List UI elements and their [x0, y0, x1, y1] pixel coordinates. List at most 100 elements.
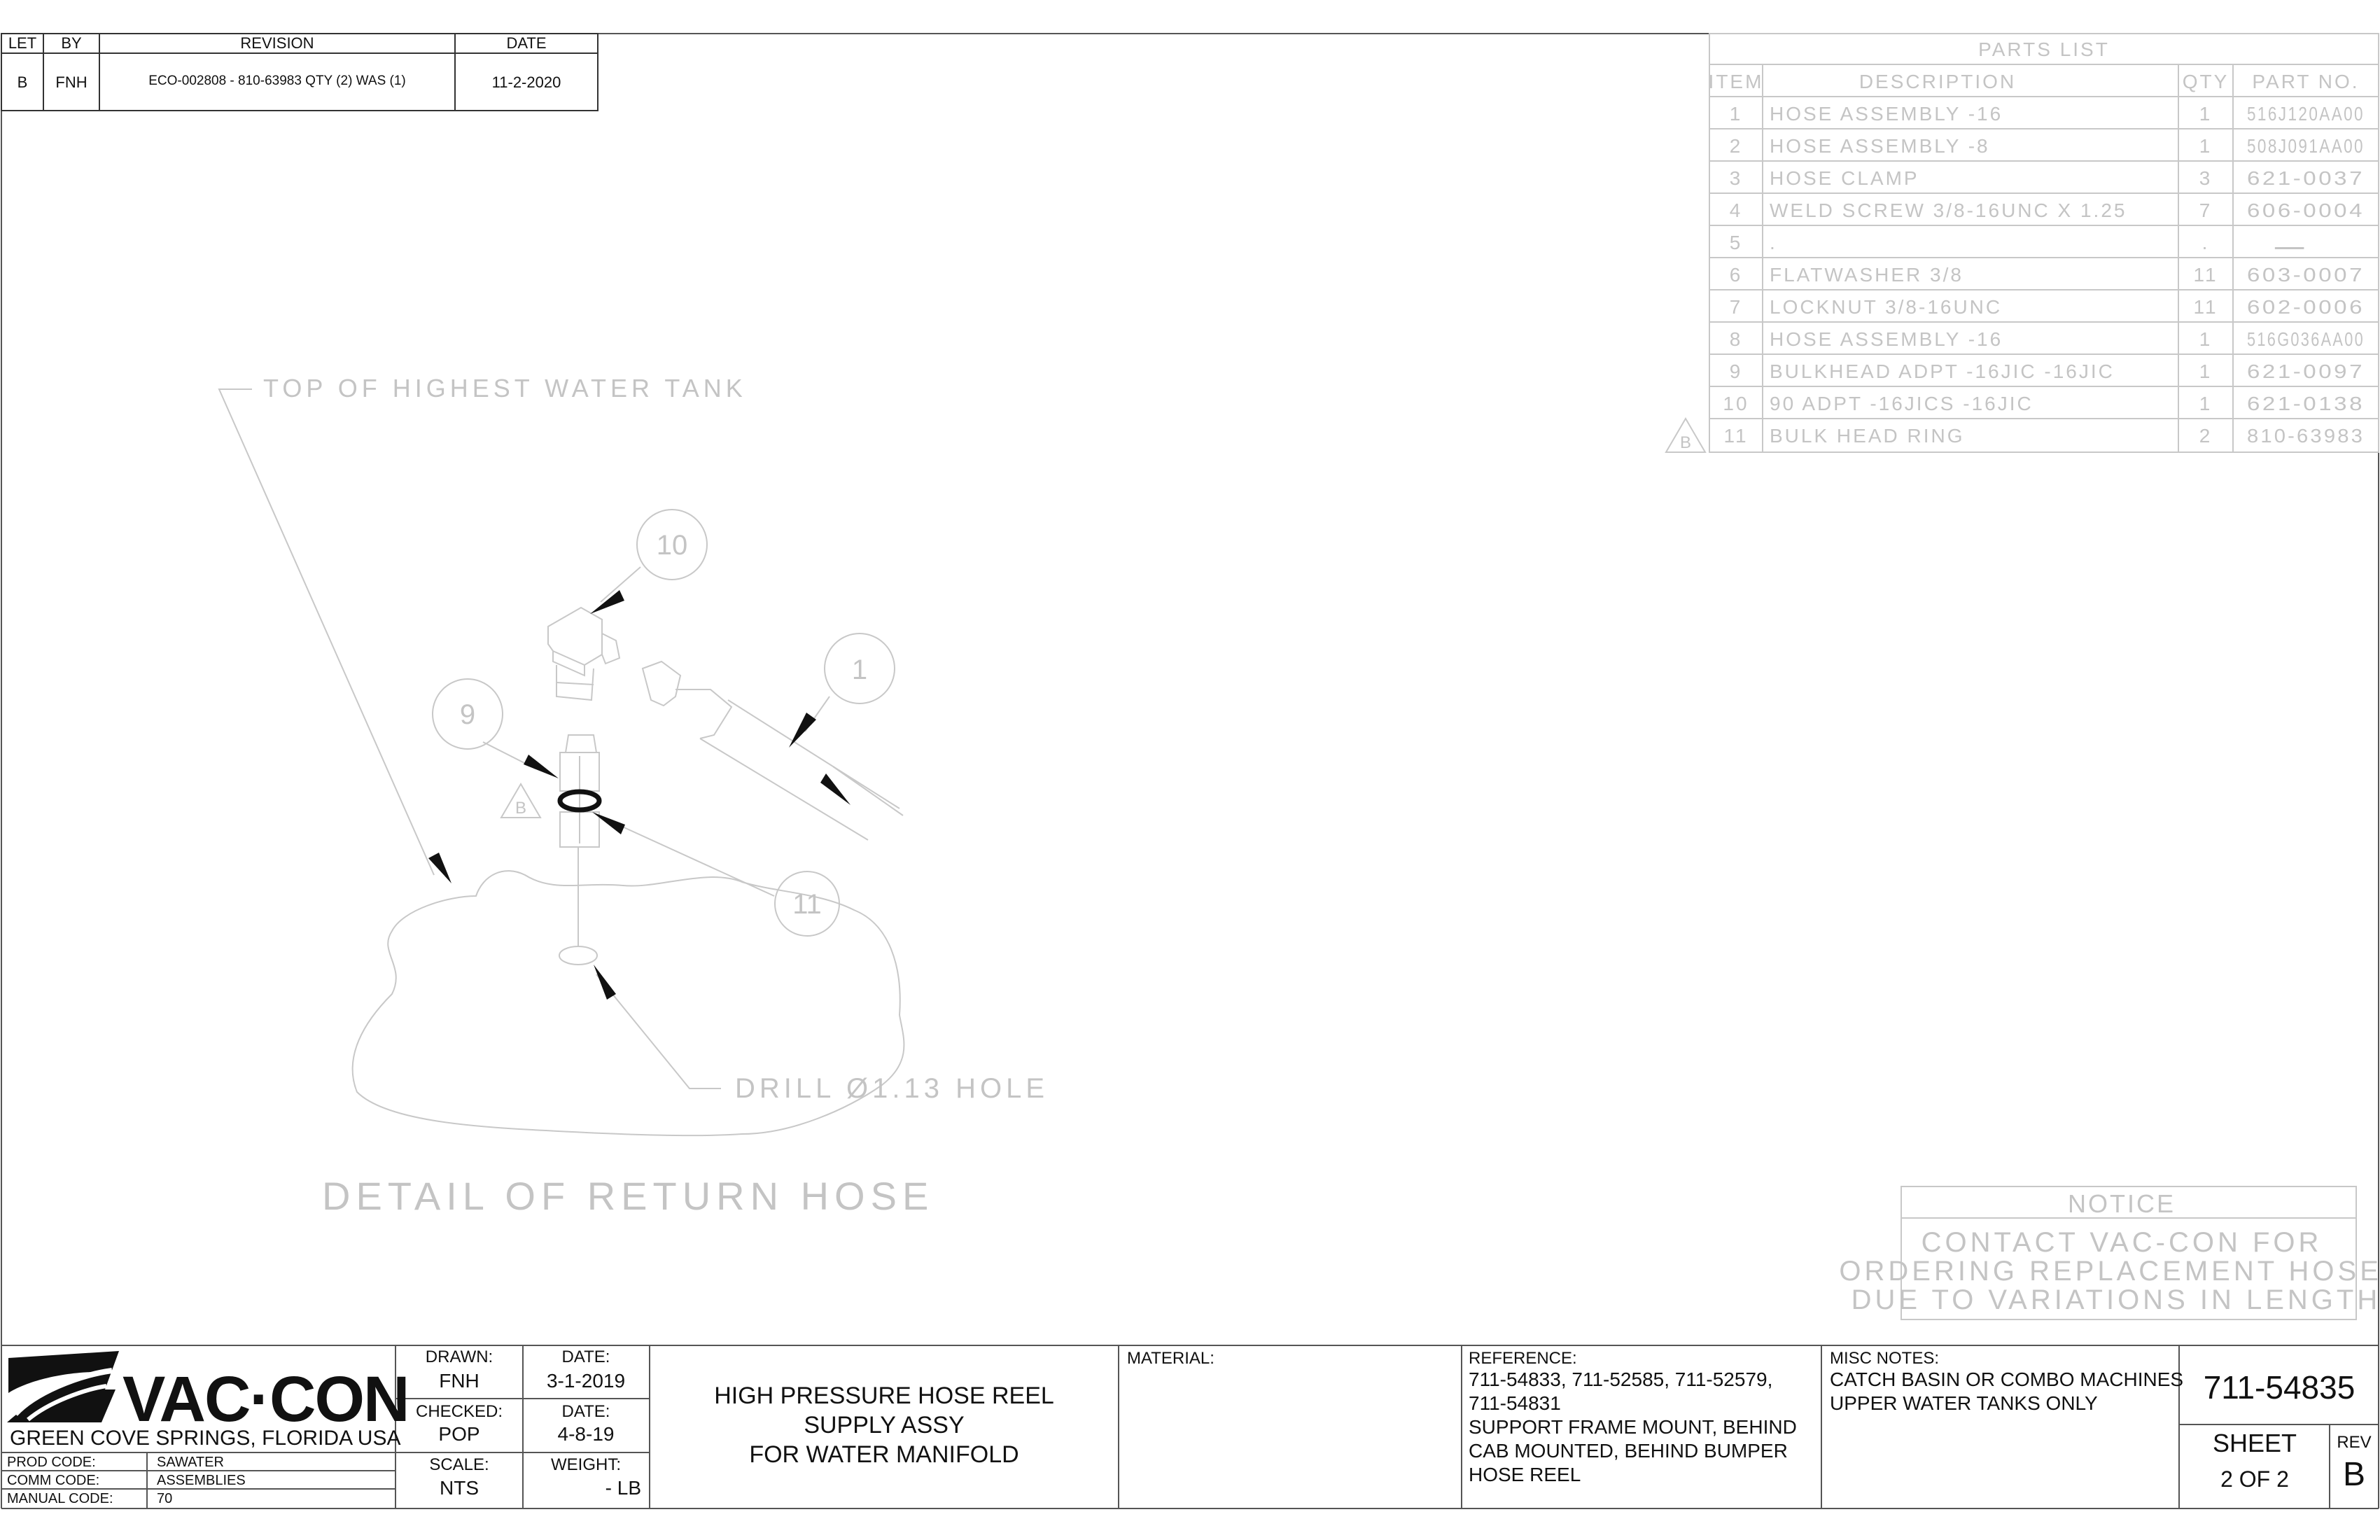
- drawn-value: FNH: [439, 1370, 479, 1392]
- parts-cell-qty: 1: [2199, 328, 2213, 350]
- notice-line-1: CONTACT VAC-CON FOR: [1921, 1227, 2323, 1258]
- parts-cell-part-no: 621-0138: [2247, 393, 2365, 414]
- parts-cell-part-no: 603-0007: [2247, 264, 2365, 286]
- notice-line-2: ORDERING REPLACEMENT HOSES: [1839, 1256, 2380, 1287]
- parts-cell-description: HOSE ASSEMBLY -16: [1770, 328, 2003, 350]
- parts-cell-item: 1: [1730, 103, 1743, 125]
- parts-cell-part-no: 516J120AA00: [2247, 103, 2365, 125]
- parts-cell-item: 8: [1730, 328, 1743, 350]
- misc-notes-line-1: CATCH BASIN OR COMBO MACHINES: [1830, 1368, 2183, 1390]
- rev-let: B: [18, 74, 28, 91]
- parts-cell-part-no: 606-0004: [2247, 200, 2365, 221]
- return-hose-detail: [218, 388, 905, 1137]
- weight-label: WEIGHT:: [551, 1455, 621, 1474]
- parts-header-part-no: PART NO.: [2252, 71, 2359, 92]
- parts-cell-item: 9: [1730, 360, 1743, 382]
- drawing-title-line-2: SUPPLY ASSY: [804, 1412, 964, 1438]
- arrowhead-9: [524, 755, 559, 778]
- parts-header-description: DESCRIPTION: [1859, 71, 2016, 92]
- prod-code-value: SAWATER: [157, 1455, 224, 1470]
- manual-code-label: MANUAL CODE:: [7, 1491, 113, 1506]
- drill-hole: [559, 946, 598, 965]
- detail-revision-triangle-icon: [500, 783, 542, 818]
- checked-label: CHECKED:: [416, 1402, 503, 1421]
- checked-date-value: 4-8-19: [558, 1423, 615, 1445]
- drawn-label: DRAWN:: [426, 1348, 493, 1366]
- drawing-title-line-3: FOR WATER MANIFOLD: [749, 1441, 1018, 1468]
- rev-label: REV: [2337, 1433, 2371, 1452]
- arrowhead-tank: [428, 853, 451, 883]
- arrowhead-10: [590, 590, 624, 614]
- notice-title: NOTICE: [2068, 1189, 2176, 1218]
- arrowhead-drill: [594, 965, 616, 1000]
- parts-cell-qty: 7: [2199, 200, 2213, 221]
- checked-value: POP: [438, 1423, 479, 1445]
- prod-code-label: PROD CODE:: [7, 1455, 96, 1470]
- parts-cell-part-no: 810-63983: [2247, 425, 2365, 447]
- rev-header-revision: REVISION: [240, 34, 314, 52]
- parts-cell-qty: 1: [2199, 135, 2213, 157]
- parts-header-item: ITEM: [1709, 71, 1764, 92]
- parts-cell-item: 11: [1723, 425, 1748, 447]
- sheet-label: SHEET: [2213, 1429, 2297, 1457]
- rev-date: 11-2-2020: [492, 74, 561, 91]
- arrowhead-11: [592, 812, 625, 834]
- title-block: VAC·CON GREEN COVE SPRINGS, FLORIDA USA …: [1, 1345, 2379, 1508]
- balloon-11: [774, 871, 840, 937]
- rev-description: ECO-002808 - 810-63983 QTY (2) WAS (1): [148, 74, 406, 88]
- parts-header-qty: QTY: [2183, 71, 2230, 92]
- balloon-label-9: 9: [460, 699, 475, 730]
- detail-title: DETAIL OF RETURN HOSE: [322, 1174, 934, 1218]
- drill-label: DRILL Ø1.13 HOLE: [735, 1073, 1049, 1104]
- balloon-label-11: 11: [792, 889, 822, 920]
- balloon-label-10: 10: [657, 530, 688, 561]
- parts-list-title: PARTS LIST: [1978, 38, 2110, 60]
- parts-cell-item: 6: [1730, 264, 1743, 286]
- drawn-date-label: DATE:: [562, 1348, 610, 1366]
- parts-cell-qty: 1: [2199, 103, 2213, 125]
- parts-cell-description: BULK HEAD RING: [1770, 425, 1965, 447]
- sheet-value: 2 OF 2: [2220, 1466, 2289, 1492]
- parts-cell-item: 5: [1730, 232, 1743, 253]
- material-label: MATERIAL:: [1127, 1349, 1214, 1368]
- rev-header-date: DATE: [506, 34, 546, 52]
- reference-label: REFERENCE:: [1469, 1349, 1577, 1368]
- parts-cell-item: 10: [1723, 393, 1749, 414]
- comm-code-value: ASSEMBLIES: [157, 1473, 246, 1488]
- parts-cell-qty: 1: [2199, 360, 2213, 382]
- notice-line-3: DUE TO VARIATIONS IN LENGTH.: [1851, 1284, 2380, 1315]
- rev-header-let: LET: [8, 34, 36, 52]
- parts-cell-qty: .: [2202, 232, 2210, 253]
- detail-rev-marker: B: [515, 799, 526, 818]
- reference-line-5: HOSE REEL: [1469, 1464, 1581, 1485]
- company-location: GREEN COVE SPRINGS, FLORIDA USA: [10, 1427, 400, 1450]
- detail-arrowheads: [428, 590, 850, 1000]
- parts-cell-description: FLATWASHER 3/8: [1770, 264, 1963, 286]
- parts-cell-description: .: [1770, 232, 1777, 253]
- reference-line-3: SUPPORT FRAME MOUNT, BEHIND: [1469, 1416, 1797, 1438]
- parts-cell-description: LOCKNUT 3/8-16UNC: [1770, 296, 2002, 318]
- parts-cell-description: BULKHEAD ADPT -16JIC -16JIC: [1770, 360, 2115, 382]
- parts-cell-part-no: 602-0006: [2247, 296, 2365, 318]
- revision-table: LET BY REVISION DATE B FNH ECO-002808 - …: [1, 33, 598, 111]
- balloon-10: [636, 509, 708, 580]
- parts-cell-item: 3: [1730, 167, 1743, 189]
- parts-cell-qty: 1: [2199, 393, 2213, 414]
- balloon-1: [824, 633, 895, 704]
- drawn-date-value: 3-1-2019: [547, 1370, 625, 1392]
- reference-line-1: 711-54833, 711-52585, 711-52579,: [1469, 1368, 1772, 1390]
- parts-cell-part-no: 621-0037: [2247, 167, 2365, 189]
- parts-cell-part-no: 508J091AA00: [2247, 135, 2365, 157]
- parts-cell-part-no: 621-0097: [2247, 360, 2365, 382]
- vac-con-logo: VAC·CON: [7, 1351, 410, 1435]
- parts-cell-qty: 2: [2199, 425, 2213, 447]
- company-logo-text: VAC·CON: [122, 1364, 409, 1435]
- reference-line-4: CAB MOUNTED, BEHIND BUMPER: [1469, 1440, 1788, 1462]
- manual-code-value: 70: [157, 1491, 172, 1506]
- parts-cell-description: HOSE ASSEMBLY -16: [1770, 103, 2003, 125]
- tank-label: TOP OF HIGHEST WATER TANK: [263, 374, 747, 402]
- arrowhead-1b: [820, 774, 850, 805]
- balloon-label-1: 1: [852, 654, 867, 685]
- checked-date-label: DATE:: [562, 1402, 610, 1421]
